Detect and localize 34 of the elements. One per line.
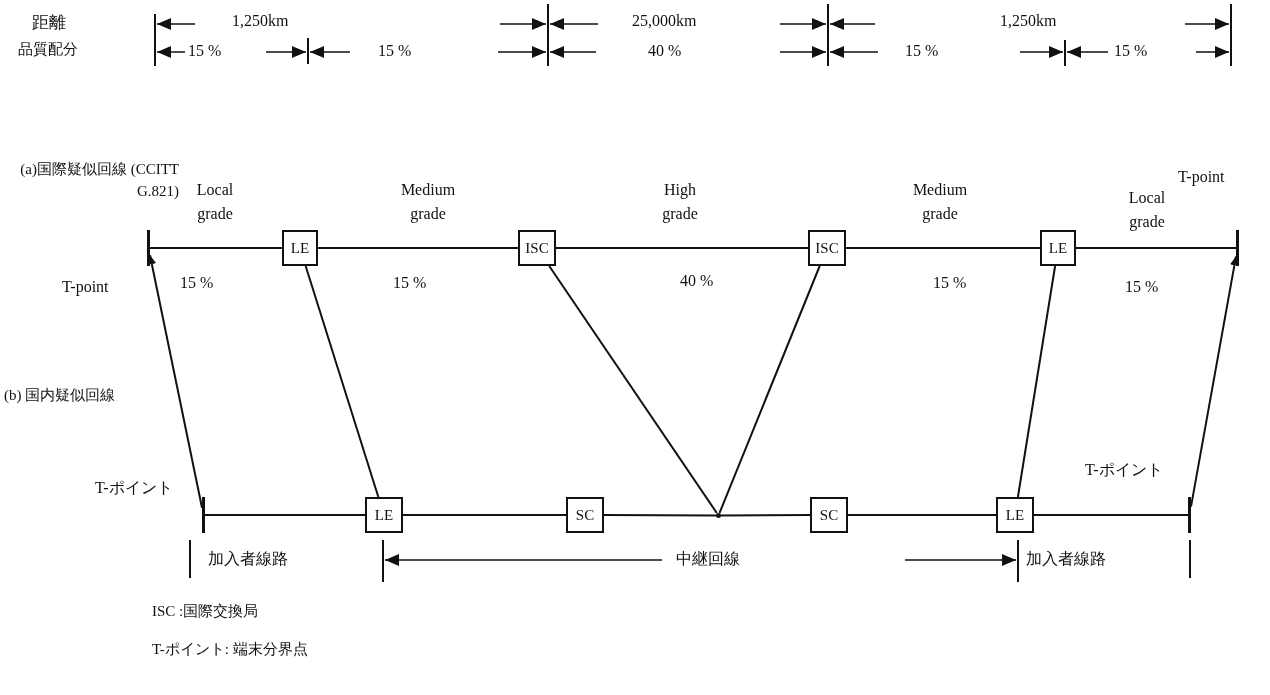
exchange-box: SC bbox=[810, 497, 848, 533]
terminal-tick bbox=[202, 497, 205, 533]
connector-line bbox=[317, 247, 519, 249]
terminal-label: T-ポイント bbox=[1085, 460, 1163, 480]
connector-line bbox=[847, 514, 997, 516]
terminal-tick bbox=[1236, 230, 1239, 266]
connector-line bbox=[1033, 514, 1189, 516]
connector-line bbox=[304, 265, 380, 498]
connector-line bbox=[718, 265, 821, 514]
connector-line bbox=[555, 247, 809, 249]
terminal-label: T-ポイント bbox=[95, 478, 173, 498]
connector-line bbox=[548, 265, 718, 514]
connector-line bbox=[204, 514, 366, 516]
connector-line bbox=[149, 247, 283, 249]
exchange-box: ISC bbox=[808, 230, 846, 266]
exchange-box: SC bbox=[566, 497, 604, 533]
exchange-box: LE bbox=[996, 497, 1034, 533]
connector-line bbox=[720, 514, 811, 517]
exchange-box: LE bbox=[365, 497, 403, 533]
terminal-label: T-point bbox=[1178, 168, 1225, 186]
arrow bbox=[1190, 255, 1239, 508]
exchange-box: LE bbox=[1040, 230, 1076, 266]
terminal-tick bbox=[1188, 497, 1191, 533]
connector-line bbox=[402, 514, 567, 516]
connector-line bbox=[603, 514, 717, 517]
exchange-box: ISC bbox=[518, 230, 556, 266]
terminal-label: T-point bbox=[62, 278, 109, 296]
arrow bbox=[147, 254, 203, 509]
exchange-box: LE bbox=[282, 230, 318, 266]
connector-line bbox=[1016, 265, 1057, 498]
terminal-tick bbox=[147, 230, 150, 266]
connector-line bbox=[1075, 247, 1237, 249]
connector-line bbox=[845, 247, 1041, 249]
junction-dot bbox=[716, 513, 721, 518]
